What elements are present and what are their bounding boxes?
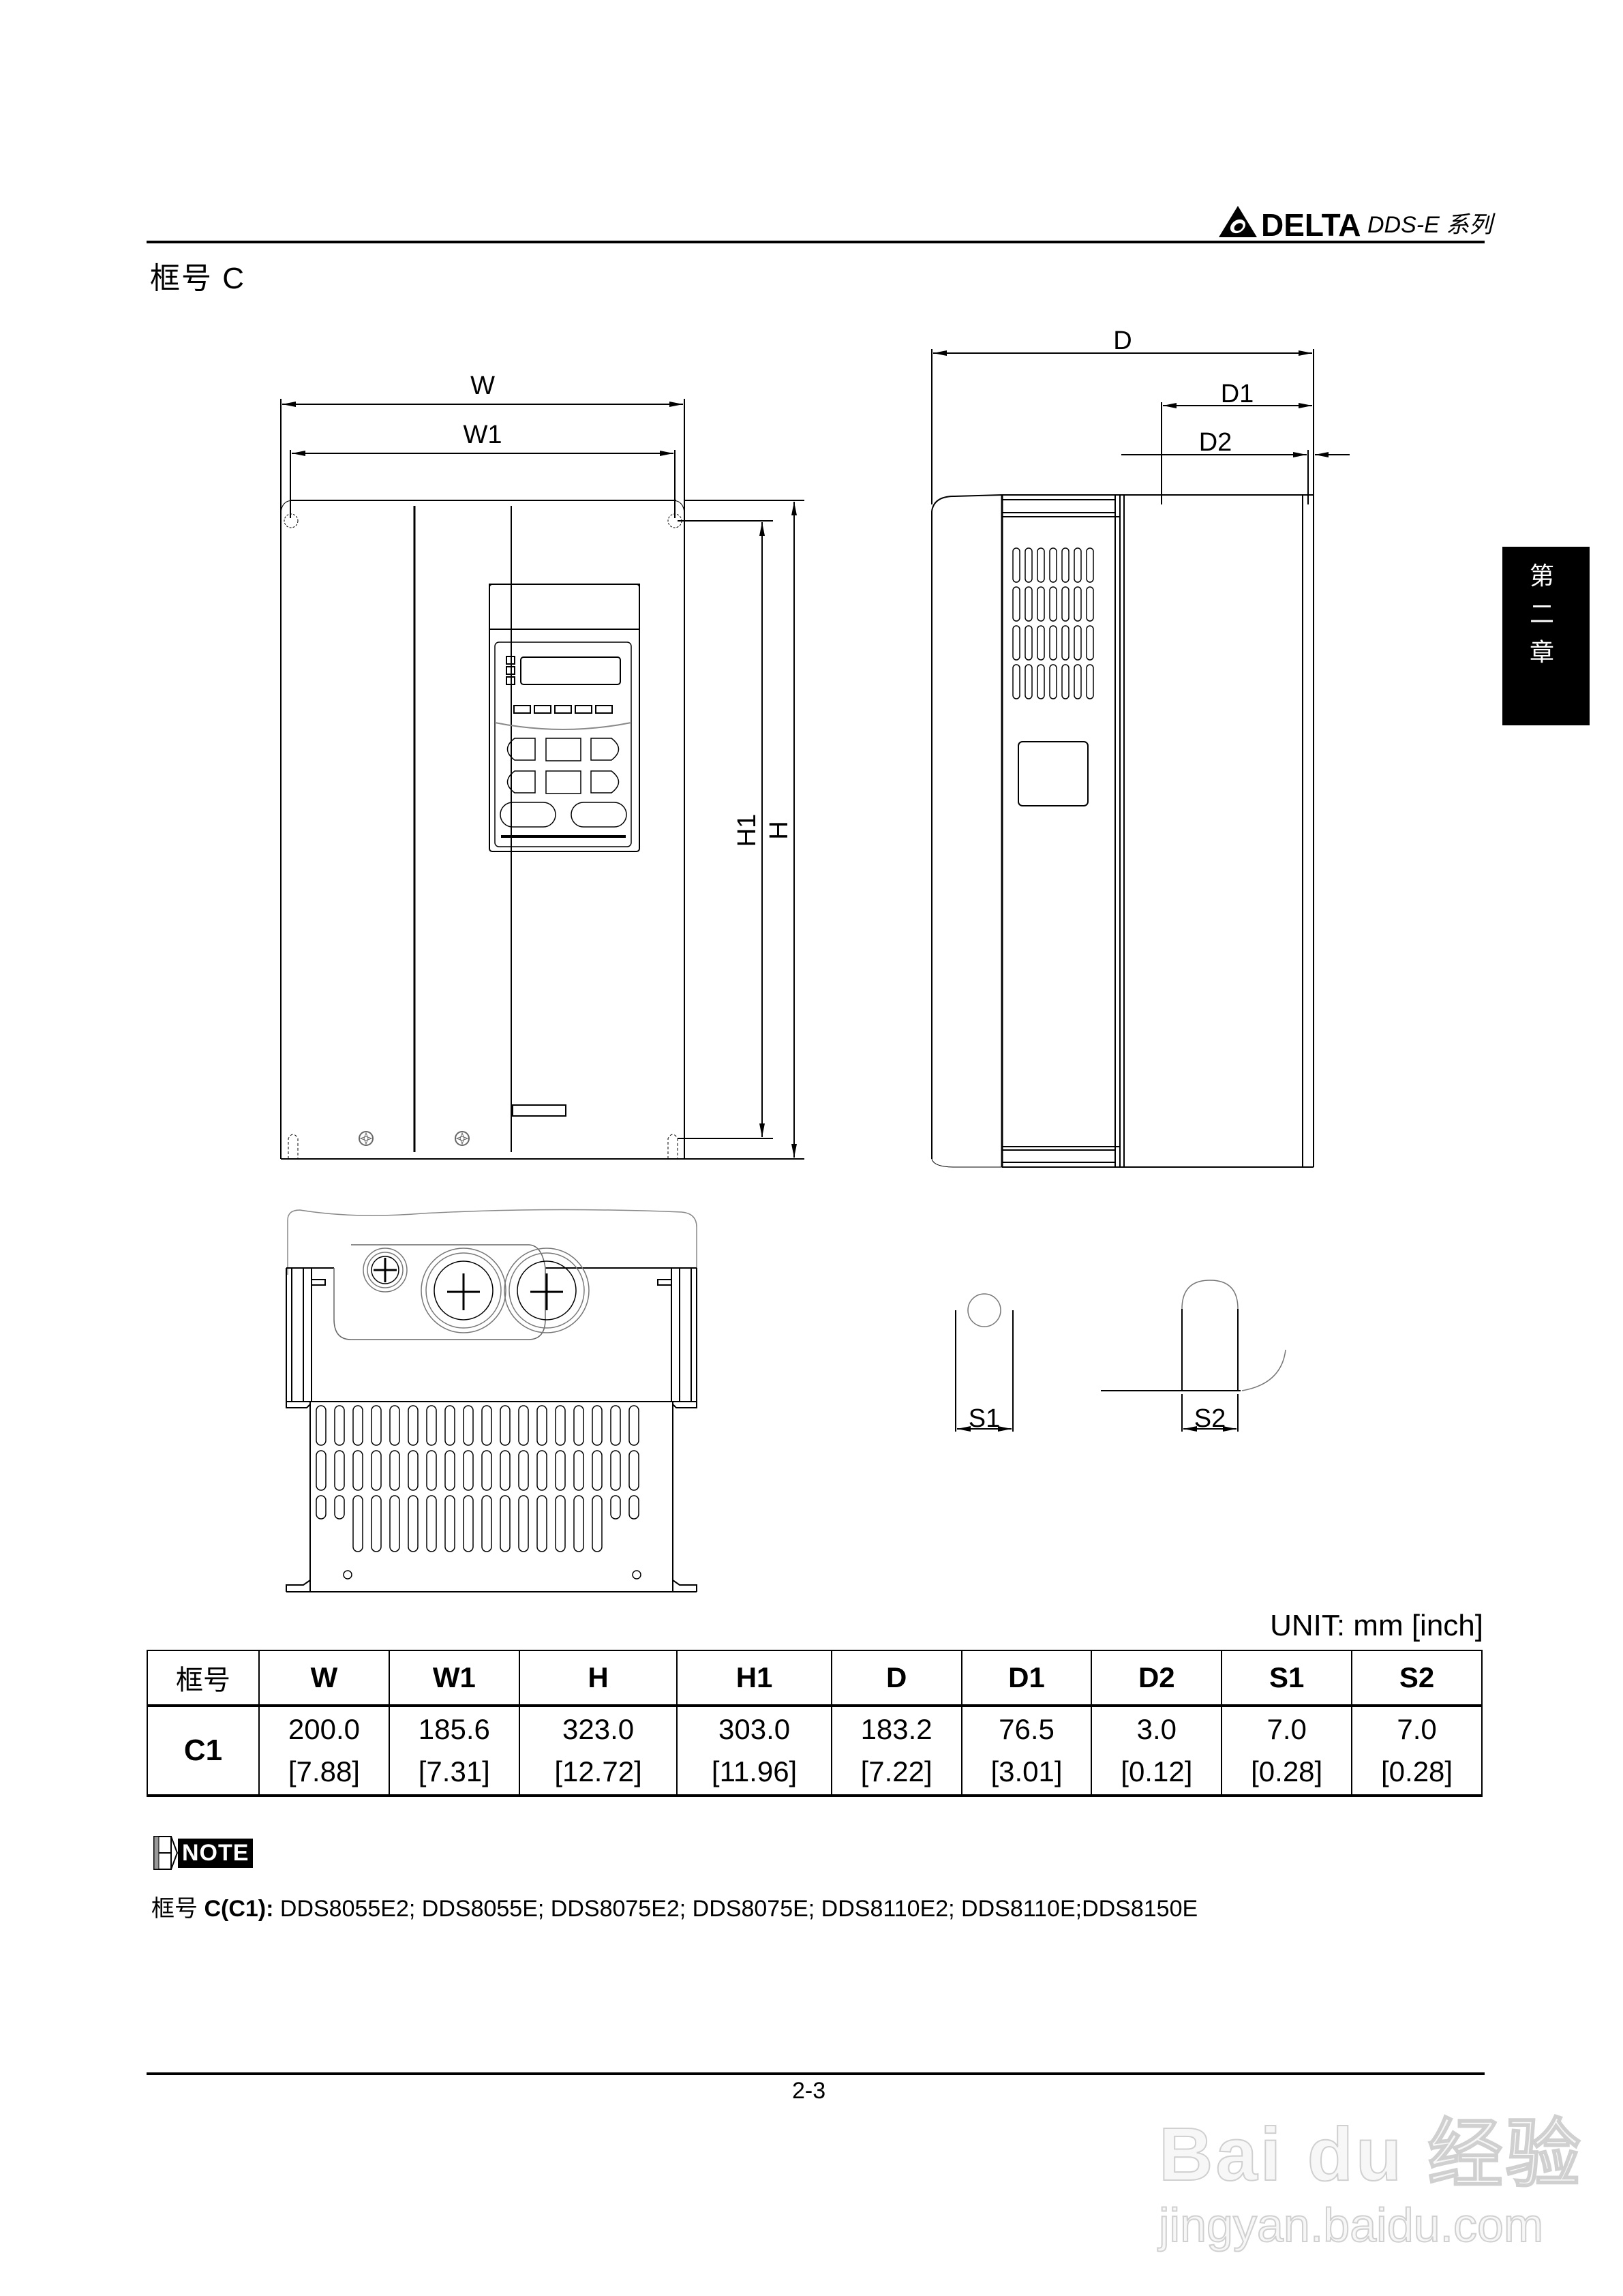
table-row: C1 200.0[7.88] 185.6[7.31] 323.0[12.72] … (147, 1705, 1483, 1796)
table-header-row: 框号 W W1 H H1 D D1 D2 S1 S2 (147, 1650, 1483, 1707)
dimension-drawing: W W1 H1 H D D1 D2 S1 S2 (280, 327, 1350, 1592)
col-header-s1: S1 (1221, 1650, 1353, 1707)
header-rule (147, 241, 1485, 243)
chapter-char: 二 (1529, 601, 1554, 629)
watermark-logo: Bai du 经验 (1158, 2112, 1583, 2197)
label-d2: D2 (1199, 428, 1232, 457)
label-h1: H1 (733, 814, 761, 847)
watermark-url: jingyan.baidu.com (1158, 2198, 1544, 2252)
label-w1: W1 (464, 421, 502, 449)
baidu-watermark: Bai du 经验 jingyan.baidu.com (1158, 2093, 1583, 2252)
value-cell-w1: 185.6[7.31] (388, 1705, 520, 1796)
label-h: H (765, 821, 793, 839)
label-s2: S2 (1194, 1404, 1226, 1433)
value-cell-h: 323.0[12.72] (518, 1705, 678, 1796)
label-w: W (470, 372, 495, 400)
col-header-d1: D1 (960, 1650, 1093, 1707)
page-number: 2-3 (792, 2078, 826, 2104)
dimensions-table: 框号 W W1 H H1 D D1 D2 S1 S2 C1 200.0[7.88… (147, 1650, 1483, 1797)
value-cell-d: 183.2[7.22] (830, 1705, 962, 1796)
note-badge: NOTE (153, 1835, 254, 1871)
slot-detail-s2 (1101, 1280, 1286, 1432)
col-header-d: D (830, 1650, 962, 1707)
section-title: 框号 C (150, 262, 245, 295)
series-name: DDS-E 系列 (1367, 212, 1493, 238)
value-cell-d1: 76.5[3.01] (960, 1705, 1093, 1796)
col-header-d2: D2 (1091, 1650, 1223, 1707)
label-s1: S1 (969, 1404, 1000, 1433)
pencil-note-icon (153, 1836, 178, 1870)
bottom-view (286, 1209, 697, 1592)
col-header-w1: W1 (388, 1650, 520, 1707)
delta-brand-logo: DELTA DDS-E 系列 (1219, 205, 1492, 239)
col-header-frame: 框号 (147, 1650, 260, 1707)
side-view (931, 349, 1350, 1168)
label-d1: D1 (1221, 380, 1254, 408)
value-cell-d2: 3.0[0.12] (1091, 1705, 1223, 1796)
footer-rule (147, 2072, 1485, 2075)
col-header-w: W (258, 1650, 390, 1707)
label-d: D (1113, 327, 1132, 355)
note-text: 框号 C(C1): DDS8055E2; DDS8055E; DDS8075E2… (151, 1896, 1198, 1922)
value-cell-w: 200.0[7.88] (258, 1705, 390, 1796)
front-view (280, 399, 804, 1160)
chapter-tab: 第 二 章 (1502, 547, 1590, 725)
chapter-char: 第 (1529, 562, 1554, 590)
frame-cell: C1 (147, 1705, 260, 1796)
value-cell-s2: 7.0[0.28] (1351, 1705, 1483, 1796)
unit-label: UNIT: mm [inch] (1270, 1609, 1483, 1642)
slot-detail-s1 (955, 1293, 1014, 1432)
delta-triangle-icon: DELTA (1219, 206, 1361, 239)
brand-name: DELTA (1261, 207, 1361, 239)
col-header-s2: S2 (1351, 1650, 1483, 1707)
col-header-h: H (518, 1650, 678, 1707)
col-header-h1: H1 (676, 1650, 832, 1707)
chapter-char: 章 (1529, 639, 1554, 667)
value-cell-h1: 303.0[11.96] (676, 1705, 832, 1796)
value-cell-s1: 7.0[0.28] (1221, 1705, 1353, 1796)
note-label: NOTE (178, 1838, 254, 1868)
